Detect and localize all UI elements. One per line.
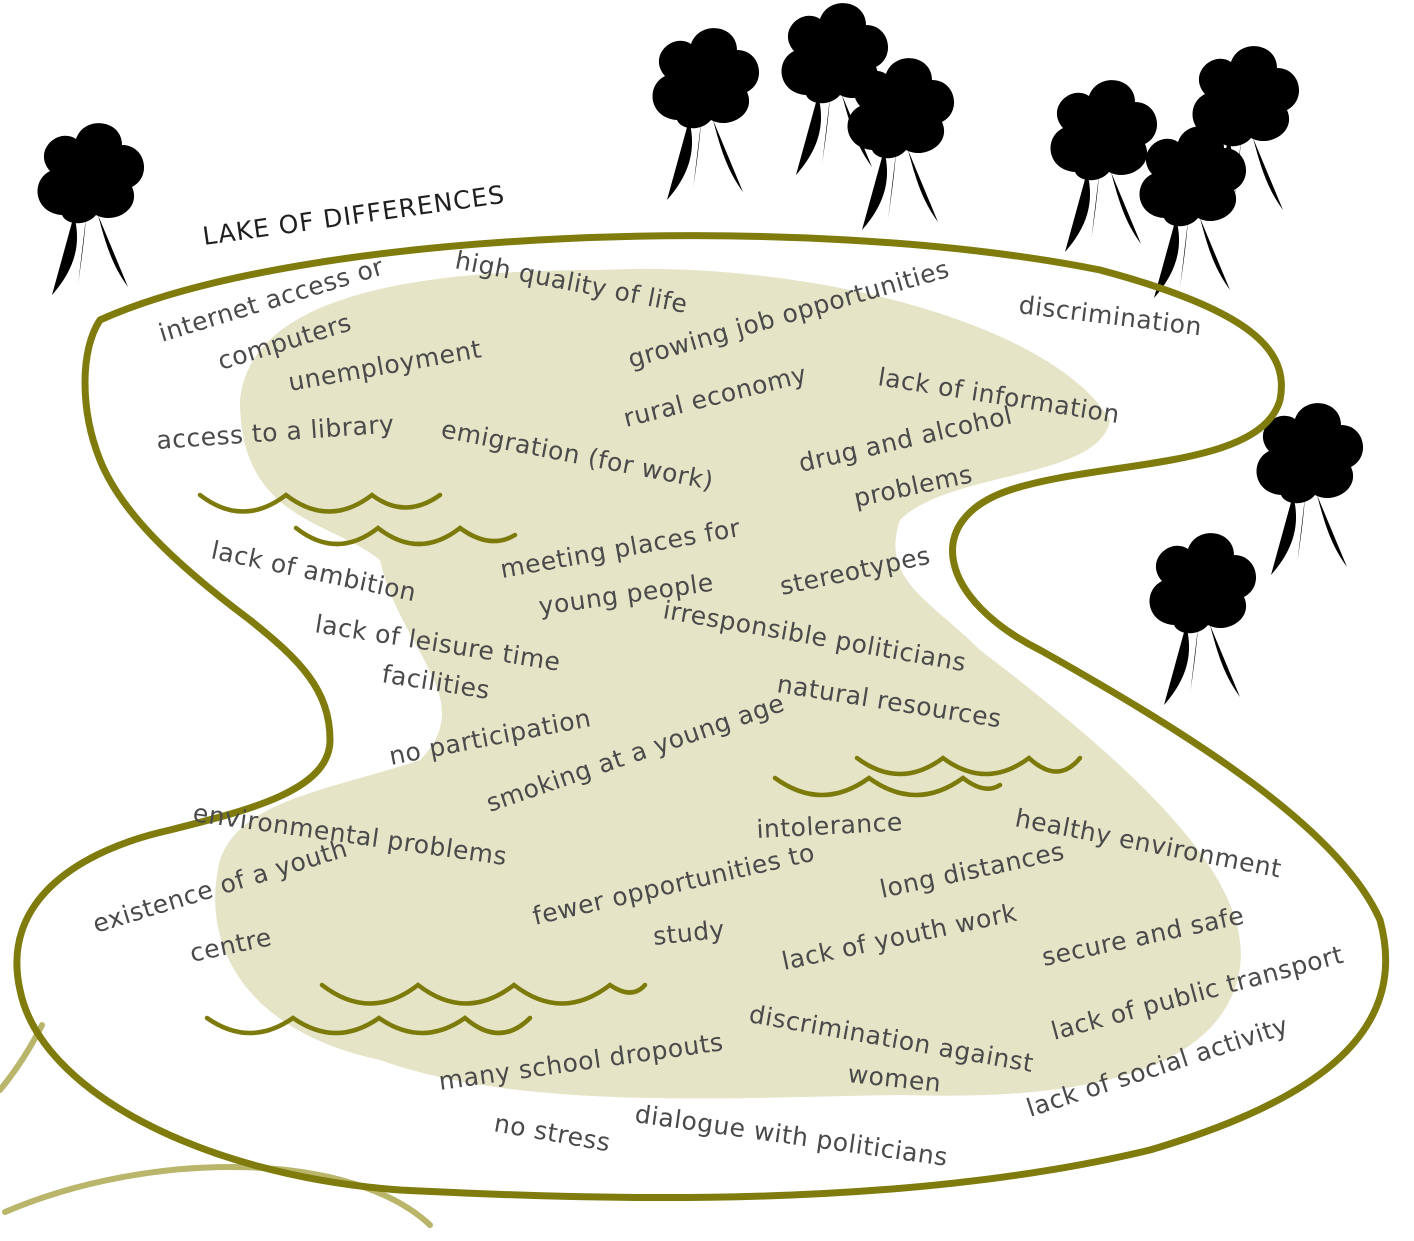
- water-wave: [854, 755, 1083, 777]
- label-discrimination: discrimination: [1017, 290, 1203, 341]
- tree-icon: [1149, 533, 1257, 705]
- tree-icon: [37, 123, 145, 296]
- tree-icon: [1256, 403, 1364, 575]
- lake-water: [215, 268, 1241, 1099]
- label-dialogue-with-politicians: dialogue with politicians: [633, 1099, 950, 1172]
- tree-icon: [652, 28, 760, 201]
- water-wave: [772, 775, 1003, 798]
- water-wave: [197, 492, 443, 514]
- diagram-title: LAKE OF DIFFERENCES: [201, 180, 507, 251]
- lake-shore: [13, 232, 1390, 1202]
- tree-icon: [1139, 126, 1247, 299]
- side-path-curve: [2, 1164, 433, 1228]
- water-wave: [293, 525, 518, 547]
- label-no-stress: no stress: [492, 1108, 613, 1157]
- tree-icon: [847, 58, 955, 231]
- tree-icon: [1050, 80, 1158, 253]
- water-wave: [204, 1015, 533, 1036]
- water-wave: [319, 982, 648, 1006]
